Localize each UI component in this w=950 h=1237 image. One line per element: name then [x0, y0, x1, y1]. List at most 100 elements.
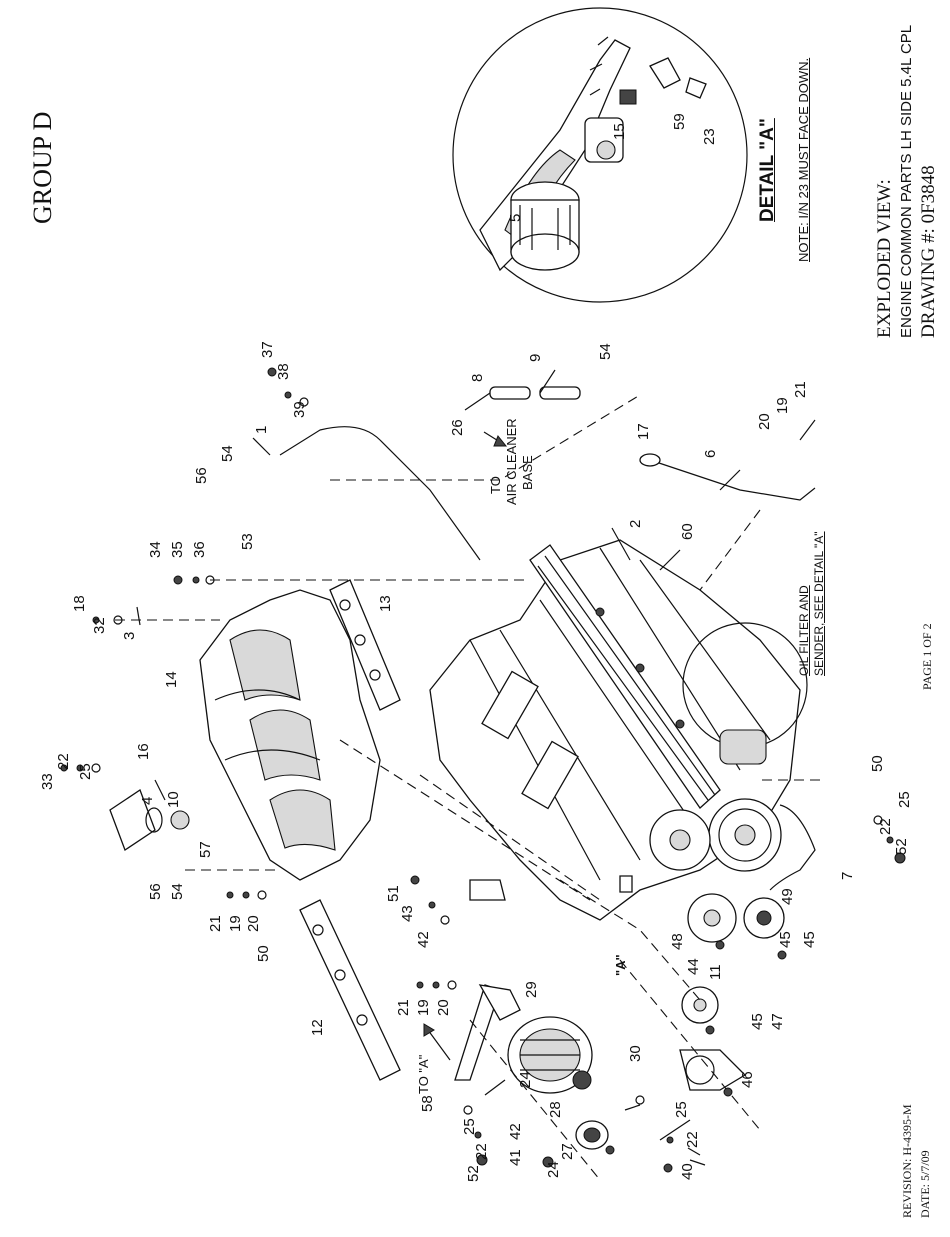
- callout-15: 15: [611, 123, 628, 140]
- idler-pulley-lower: [681, 986, 719, 1024]
- intake-gasket-upper: [329, 579, 401, 711]
- callout-49: 49: [779, 888, 796, 905]
- idler-pulley: [687, 893, 737, 943]
- callout-30: 30: [627, 1045, 644, 1062]
- fasteners: [60, 367, 906, 1173]
- callout-56-a: 56: [193, 467, 210, 484]
- callout-20-c: 20: [435, 999, 452, 1016]
- callout-42-b: 42: [507, 1123, 524, 1140]
- callout-2: 2: [627, 520, 644, 528]
- callout-45-a: 45: [777, 931, 794, 948]
- alignment-lines: [115, 394, 820, 1181]
- callout-11: 11: [707, 964, 724, 980]
- callout-25-a: 25: [77, 763, 94, 780]
- callout-34: 34: [147, 541, 164, 558]
- callout-36: 36: [191, 541, 208, 558]
- intake-gasket-lower: [299, 899, 401, 1081]
- callout-12: 12: [309, 1019, 326, 1036]
- callout-24-b: 24: [545, 1161, 562, 1178]
- callout-16: 16: [135, 743, 152, 760]
- drive-belt: [769, 804, 816, 891]
- callout-28: 28: [547, 1101, 564, 1118]
- water-outlet: [109, 789, 156, 851]
- alternator-bracket: [478, 984, 521, 1021]
- callout-20-b: 20: [245, 915, 262, 932]
- callout-48: 48: [669, 933, 686, 950]
- callout-25-c: 25: [461, 1118, 478, 1135]
- callout-1: 1: [253, 426, 270, 434]
- callout-54-b: 54: [169, 883, 186, 900]
- callout-18: 18: [71, 595, 88, 612]
- callout-20-a: 20: [756, 413, 773, 430]
- callout-45-c: 45: [801, 931, 818, 948]
- callout-60: 60: [679, 523, 696, 540]
- callout-52-a: 52: [893, 838, 910, 855]
- callout-43: 43: [399, 905, 416, 922]
- callout-10: 10: [165, 791, 182, 808]
- water-pump-pulley: [649, 809, 711, 871]
- callout-9: 9: [527, 354, 544, 362]
- callout-39: 39: [291, 401, 308, 418]
- callout-26: 26: [449, 419, 466, 436]
- crank-pulley: [708, 798, 782, 872]
- callout-19-b: 19: [227, 915, 244, 932]
- callout-22-d: 22: [684, 1131, 701, 1148]
- callout-32: 32: [91, 617, 108, 634]
- callout-40: 40: [679, 1163, 696, 1180]
- callout-22-b: 22: [877, 818, 894, 835]
- thermostat-gasket: [145, 807, 163, 833]
- callout-33: 33: [39, 773, 56, 790]
- thermostat: [170, 810, 190, 830]
- hose-a: [489, 386, 531, 400]
- callout-25-b: 25: [896, 791, 913, 808]
- oil-fill-cap: [469, 879, 506, 901]
- callout-46: 46: [739, 1071, 756, 1088]
- belt-tensioner: [679, 1049, 747, 1091]
- callout-56-b: 56: [147, 883, 164, 900]
- callout-8: 8: [469, 374, 486, 382]
- callout-23: 23: [701, 128, 718, 145]
- callout-21-a: 21: [792, 381, 809, 398]
- oil-filter-icon: [510, 181, 580, 271]
- callout-53: 53: [239, 533, 256, 550]
- alternator-pulley: [575, 1120, 609, 1150]
- callout-14: 14: [163, 671, 180, 688]
- leader-lines: [136, 369, 816, 1166]
- callout-57: 57: [197, 841, 214, 858]
- tensioner-pulley: [743, 897, 785, 939]
- callout-51: 51: [385, 885, 402, 902]
- dipstick-handle: [639, 453, 661, 467]
- intake-manifold: [199, 589, 381, 881]
- valve-cover: [529, 544, 721, 809]
- detail-a-circle: [452, 7, 748, 303]
- callout-42-a: 42: [415, 931, 432, 948]
- callout-22-a: 22: [55, 753, 72, 770]
- breather-tube: [279, 426, 481, 561]
- callout-29: 29: [523, 981, 540, 998]
- callout-6: 6: [702, 450, 719, 458]
- callout-3: 3: [121, 632, 138, 640]
- part-callouts: 1 2 3 4 5 6 7 8 9 10 11 12 13 14 15 16 1…: [39, 113, 913, 1182]
- callout-19-a: 19: [774, 397, 791, 414]
- callout-13: 13: [377, 595, 394, 612]
- callout-5: 5: [507, 214, 524, 222]
- callout-54-c: 54: [597, 343, 614, 360]
- to-a-arrow: [427, 1029, 451, 1061]
- callout-24-a: 24: [517, 1071, 534, 1088]
- callout-35: 35: [169, 541, 186, 558]
- callout-7: 7: [839, 872, 856, 880]
- callout-50-a: 50: [869, 755, 886, 772]
- callout-44: 44: [685, 958, 702, 975]
- callout-21-c: 21: [395, 999, 412, 1016]
- callout-25-d: 25: [673, 1101, 690, 1118]
- callout-47: 47: [769, 1013, 786, 1030]
- oil-pressure-sender-icon: [619, 57, 707, 105]
- callout-19-c: 19: [415, 999, 432, 1016]
- callout-58: 58: [419, 1095, 436, 1112]
- callout-22-c: 22: [473, 1143, 490, 1160]
- callout-37: 37: [259, 341, 276, 358]
- callout-59: 59: [671, 113, 688, 130]
- alternator: [507, 1016, 593, 1094]
